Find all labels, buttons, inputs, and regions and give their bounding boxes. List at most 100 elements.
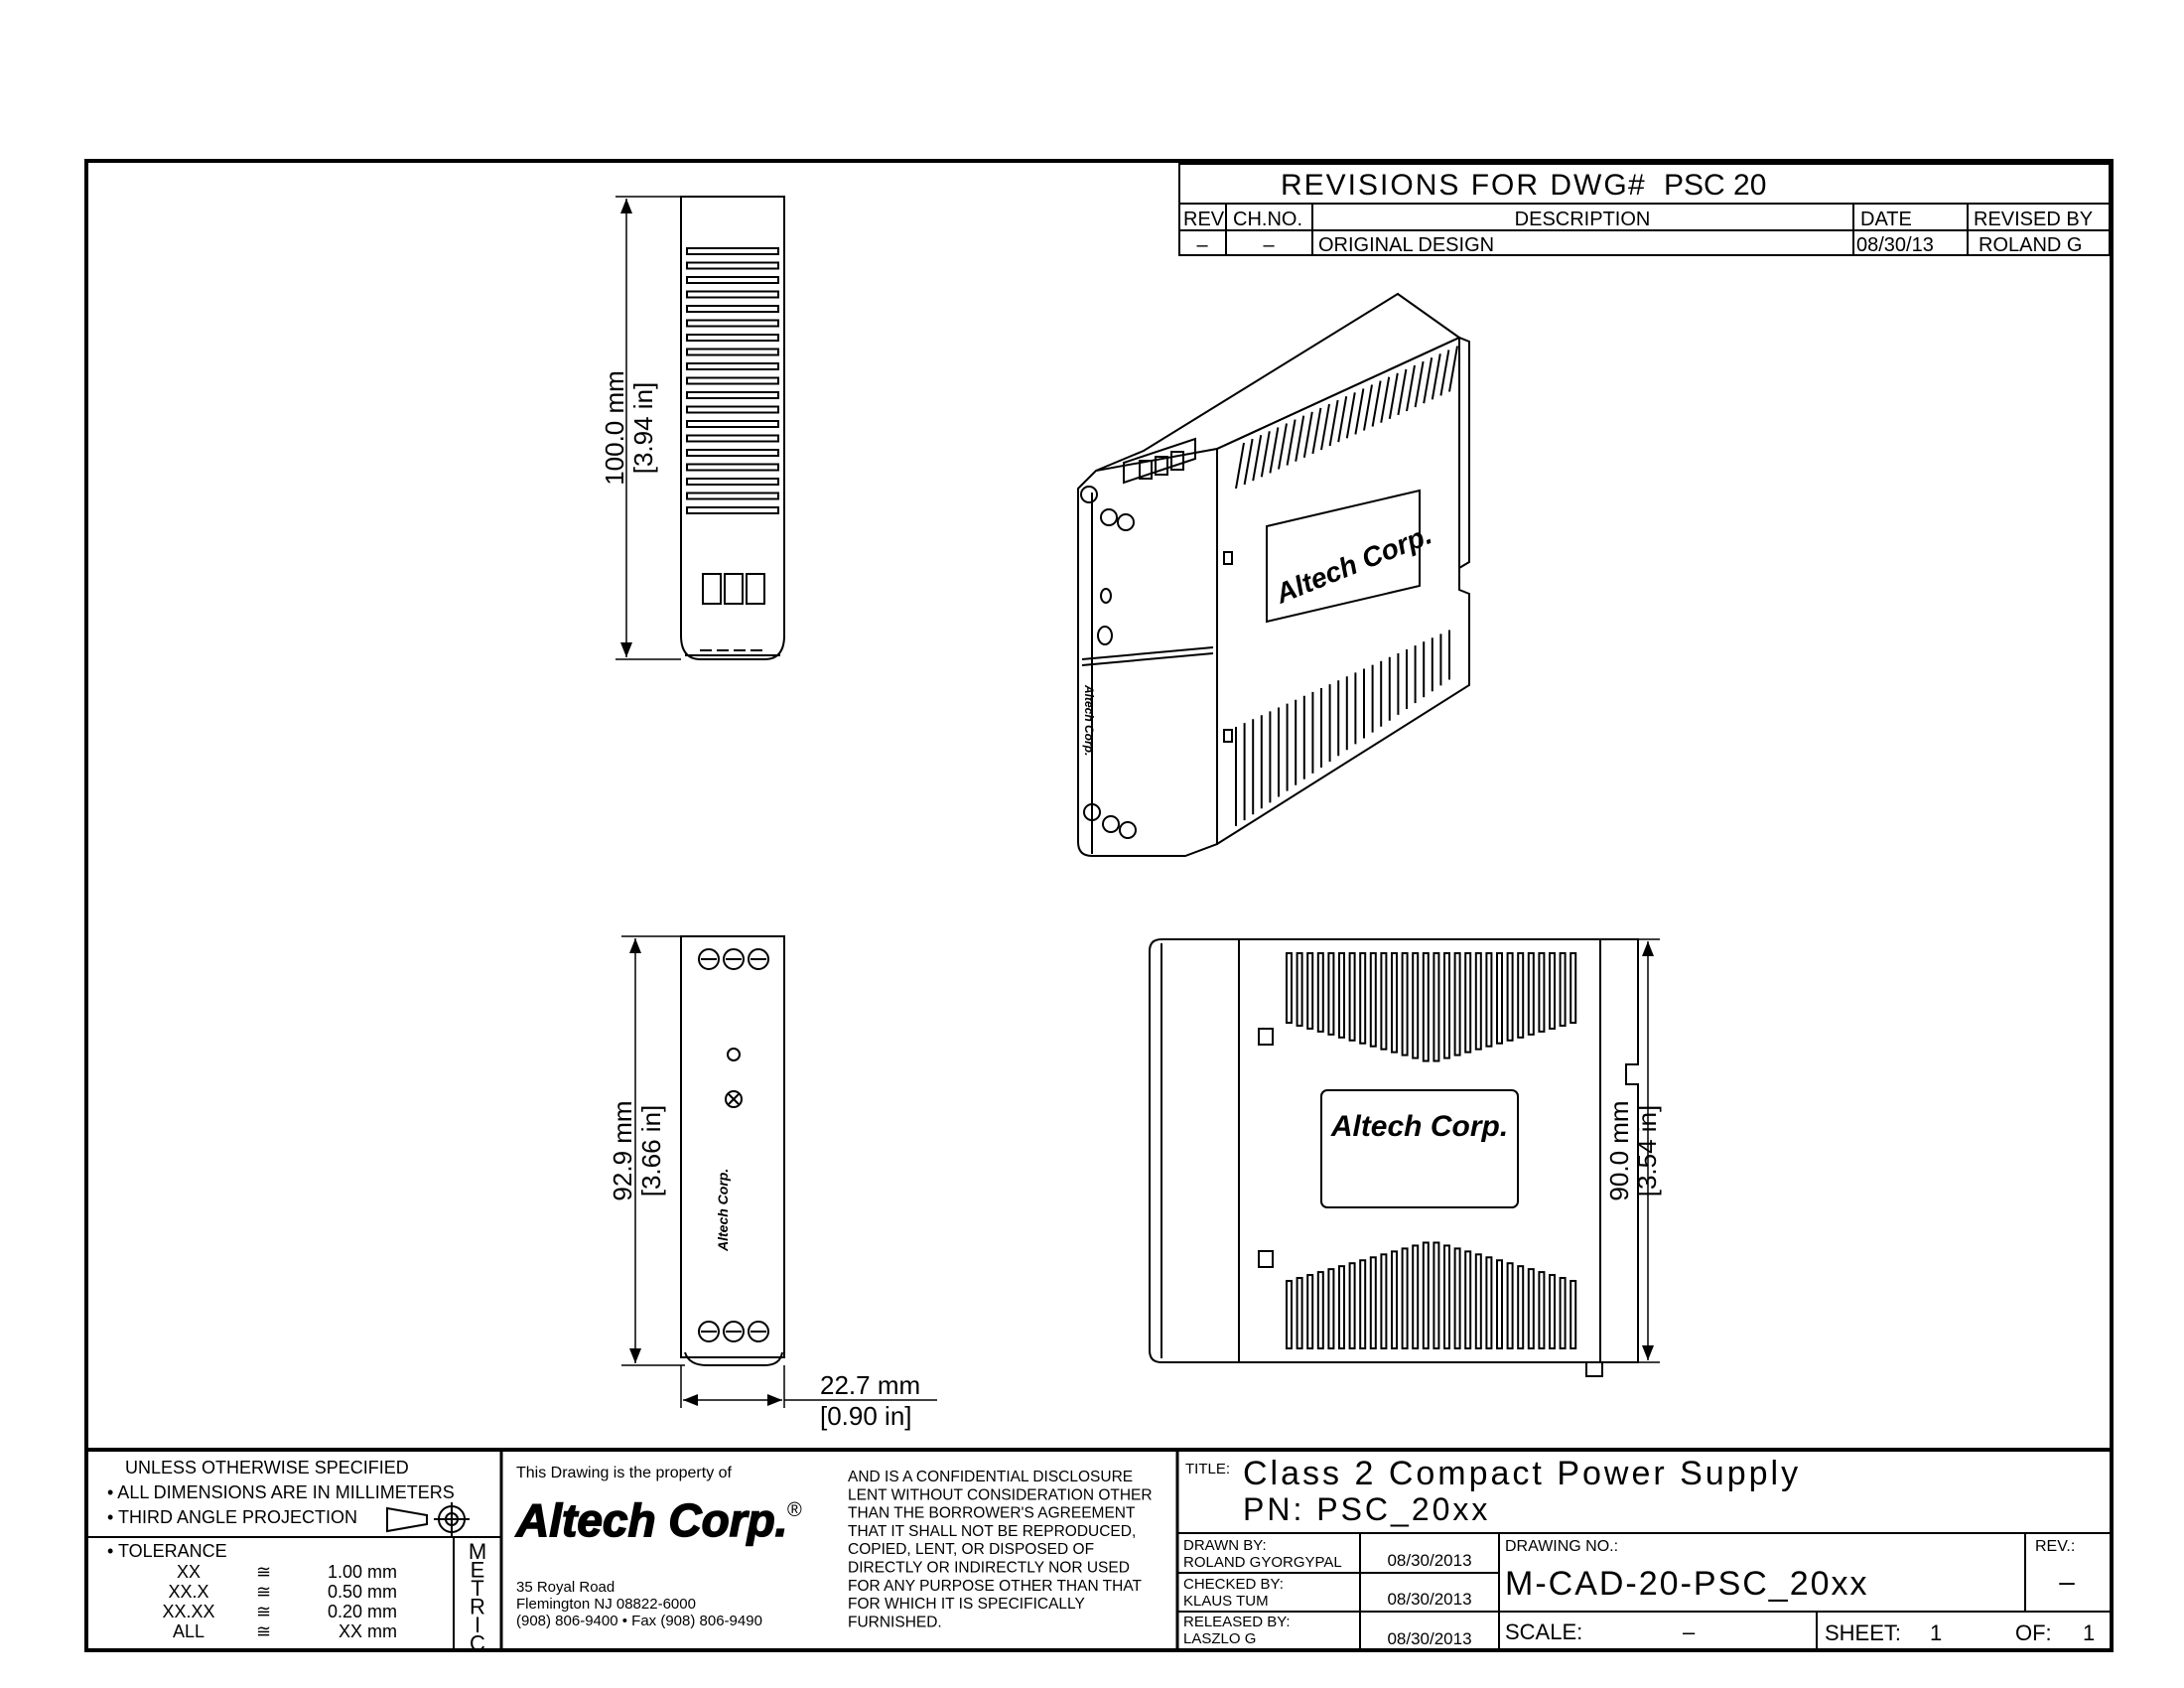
fin <box>1414 360 1425 408</box>
released-by-name: LASZLO G <box>1183 1630 1256 1647</box>
released-by-label: RELEASED BY: <box>1183 1614 1291 1630</box>
fin <box>1295 415 1305 462</box>
tolerance-symbol: ≅ <box>256 1582 271 1602</box>
fin <box>1338 952 1345 1039</box>
fin <box>686 348 779 356</box>
fin <box>1345 392 1356 439</box>
isometric-view <box>1077 292 1470 857</box>
fin <box>686 463 779 472</box>
fin <box>1380 952 1388 1051</box>
released-date: 08/30/2013 <box>1387 1629 1471 1648</box>
tolerance-value: 0.20 mm <box>328 1602 397 1621</box>
projection-symbol-icon <box>386 1502 470 1536</box>
rev-value: – <box>2059 1566 2075 1597</box>
phone-line: (908) 806-9400 • Fax (908) 806-9490 <box>516 1613 762 1629</box>
fin <box>1474 1253 1482 1350</box>
tolerance-symbol: ≅ <box>256 1621 271 1641</box>
fin <box>686 405 779 414</box>
top-height-in-label: [3.94 in] <box>628 382 658 475</box>
fin <box>1306 952 1314 1030</box>
fin <box>1433 952 1440 1062</box>
fin <box>1423 357 1433 404</box>
fin <box>686 492 779 500</box>
side-view-logo: Altech Corp. <box>1330 1110 1508 1143</box>
fin <box>1538 952 1546 1033</box>
company-logo: Altech Corp. <box>515 1494 787 1546</box>
fin <box>1570 1280 1577 1349</box>
sheet-label: SHEET: <box>1825 1620 1901 1645</box>
fin <box>686 362 779 370</box>
fin <box>1401 952 1409 1056</box>
fin <box>1243 438 1254 486</box>
date-col-header: DATE <box>1860 209 1912 230</box>
drawn-by-label: DRAWN BY: <box>1183 1537 1267 1554</box>
part-number: PN: PSC_20xx <box>1243 1491 1490 1527</box>
rev-cell: – <box>1196 234 1208 256</box>
of-value: 1 <box>2083 1620 2095 1645</box>
front-view <box>680 935 785 1366</box>
tolerance-value: 1.00 mm <box>328 1562 397 1582</box>
description-cell: ORIGINAL DESIGN <box>1318 234 1494 256</box>
confidential-line: DIRECTLY OR INDIRECTLY NOR USED <box>848 1560 1130 1577</box>
fin <box>686 391 779 399</box>
fin <box>1448 346 1458 392</box>
fin <box>1286 419 1297 466</box>
sheet-border <box>84 159 2114 1652</box>
address-line-1: 35 Royal Road <box>516 1579 614 1596</box>
fin <box>686 506 779 514</box>
scale-label: SCALE: <box>1505 1619 1582 1644</box>
sheet-value: 1 <box>1930 1620 1942 1645</box>
notes-line-1: UNLESS OTHERWISE SPECIFIED <box>125 1458 409 1477</box>
fin <box>1296 952 1303 1027</box>
fin <box>1369 1256 1377 1349</box>
scale-value: – <box>1683 1619 1696 1644</box>
front-view-logo: Altech Corp. <box>715 1169 731 1252</box>
front-height-mm-label: 92.9 mm <box>608 1100 637 1200</box>
width-mm-label: 22.7 mm <box>820 1370 920 1400</box>
drawn-by-name: ROLAND GYORGYPAL <box>1183 1554 1342 1571</box>
fin <box>686 261 779 270</box>
fin <box>1397 368 1408 416</box>
property-of-text: This Drawing is the property of <box>516 1465 733 1481</box>
side-height-mm-label: 90.0 mm <box>1604 1100 1634 1200</box>
fin <box>1570 952 1577 1024</box>
title-label: TITLE: <box>1185 1461 1230 1477</box>
fin <box>1506 952 1514 1042</box>
confidential-line: FOR WHICH IT IS SPECIFICALLY <box>848 1596 1085 1613</box>
tolerance-label: • TOLERANCE <box>107 1541 227 1561</box>
title-block-grid <box>86 1448 2112 1650</box>
fin <box>686 319 779 328</box>
chno-col-header: CH.NO. <box>1233 209 1302 230</box>
rev-col-header: REV <box>1183 209 1225 230</box>
checked-by-name: KLAUS TUM <box>1183 1593 1269 1610</box>
drawn-date: 08/30/2013 <box>1387 1551 1471 1570</box>
drawing-title: Class 2 Compact Power Supply <box>1243 1455 1801 1492</box>
fin <box>686 376 779 385</box>
fin <box>1328 399 1339 447</box>
metric-letter: I <box>475 1613 480 1637</box>
metric-letter: E <box>471 1558 485 1583</box>
fin <box>1380 376 1391 423</box>
fin <box>686 305 779 313</box>
tolerance-value: XX mm <box>339 1621 397 1641</box>
fin <box>1485 1256 1493 1349</box>
fin <box>1538 1271 1546 1349</box>
fin <box>1433 1241 1440 1349</box>
drawing-no-label: DRAWING NO.: <box>1505 1538 1618 1555</box>
fin <box>1422 952 1430 1062</box>
fin <box>1369 952 1377 1048</box>
isometric-front-logo: Altech Corp. <box>1082 684 1096 756</box>
fin <box>1306 1274 1314 1350</box>
top-view <box>680 196 785 660</box>
confidential-line: COPIED, LENT, OR DISPOSED OF <box>848 1541 1094 1558</box>
top-view-fins <box>686 247 779 514</box>
fin <box>1286 952 1293 1024</box>
fin <box>1406 364 1416 412</box>
fin <box>1337 396 1348 443</box>
drawing-number: M-CAD-20-PSC_20xx <box>1505 1565 1869 1603</box>
fin <box>1371 380 1382 427</box>
metric-letter: M <box>469 1539 486 1564</box>
confidential-line: AND IS A CONFIDENTIAL DISCLOSURE <box>848 1469 1133 1485</box>
